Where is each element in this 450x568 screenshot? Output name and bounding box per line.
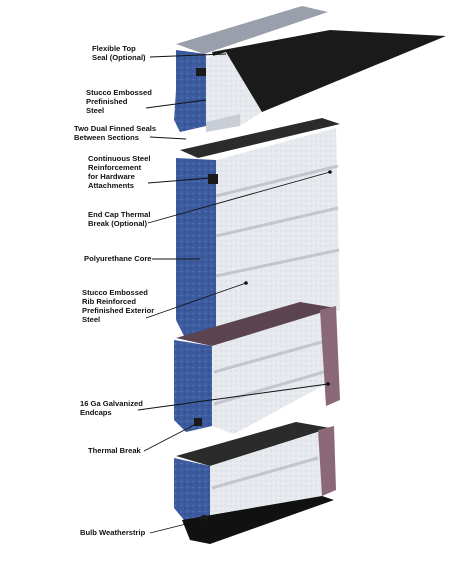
middle-section xyxy=(176,118,340,340)
third-section-foam-end xyxy=(174,340,212,432)
middle-section-foam-end xyxy=(176,158,216,336)
top-rail xyxy=(176,6,328,54)
flexible-top-seal xyxy=(212,30,446,112)
label-stucco-embossed-rib-reinforced: Stucco Embossed Rib Reinforced Prefinish… xyxy=(82,288,155,324)
label-flexible-top-seal: Flexible Top Seal (Optional) xyxy=(92,44,146,62)
label-continuous-steel-reinforcement: Continuous Steel Reinforcement for Hardw… xyxy=(88,154,151,190)
top-section-foam-end xyxy=(174,50,206,132)
leader-thermal-break xyxy=(143,423,197,452)
bottom-section-foam-end xyxy=(174,458,210,520)
leader-flexible-top-seal xyxy=(149,53,227,58)
label-bulb-weatherstrip: Bulb Weatherstrip xyxy=(80,528,146,537)
leader-stucco-prefinished xyxy=(145,99,207,109)
leader-bulb-weatherstrip xyxy=(149,518,207,534)
bulb-weatherstrip xyxy=(182,496,334,544)
middle-top-edge xyxy=(180,118,340,158)
leader-lines xyxy=(137,53,331,534)
leader-continuous-steel xyxy=(147,177,211,184)
label-end-cap-thermal-break: End Cap Thermal Break (Optional) xyxy=(88,210,151,228)
third-section-steel-face xyxy=(212,314,326,434)
middle-section-steel-face xyxy=(216,128,340,340)
bottom-section xyxy=(174,422,336,544)
third-top-edge xyxy=(176,302,336,346)
bottom-top-edge xyxy=(176,422,330,466)
label-two-dual-finned-seals: Two Dual Finned Seals Between Sections xyxy=(74,124,157,142)
third-section xyxy=(174,302,340,434)
label-thermal-break: Thermal Break xyxy=(88,446,141,455)
galvanized-endcap xyxy=(320,306,340,406)
leader-stucco-rib xyxy=(145,282,247,319)
top-section xyxy=(174,6,446,132)
leader-dual-finned-seals xyxy=(149,136,187,140)
leader-dots xyxy=(244,170,332,386)
top-section-steel-face xyxy=(206,52,262,126)
label-polyurethane-core: Polyurethane Core xyxy=(84,254,152,263)
label-galvanized-endcaps: 16 Ga Galvanized Endcaps xyxy=(80,399,143,417)
leader-galvanized-endcaps xyxy=(137,383,329,411)
leader-end-cap-thermal xyxy=(147,171,331,224)
label-stucco-embossed-prefinished-steel: Stucco Embossed Prefinished Steel xyxy=(86,88,152,115)
bottom-endcap xyxy=(318,426,336,496)
